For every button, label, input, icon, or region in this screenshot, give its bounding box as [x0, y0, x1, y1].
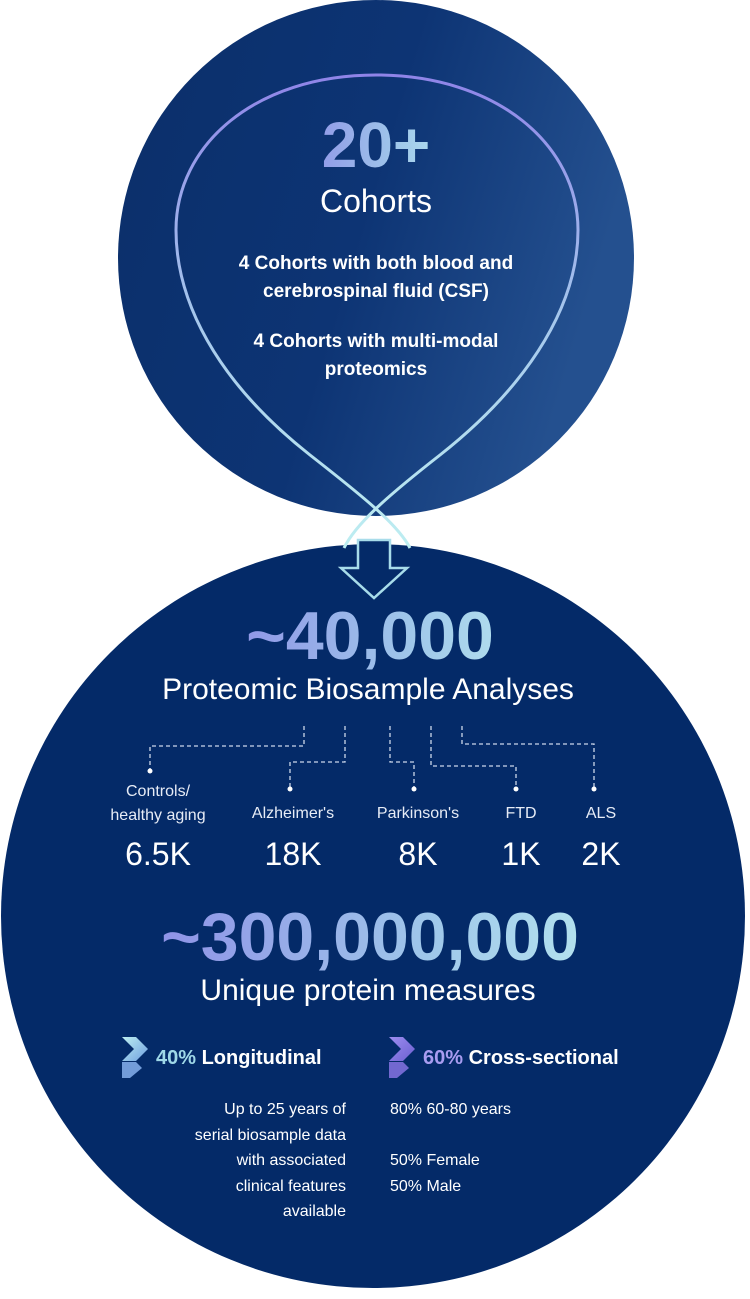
longitudinal-description: Up to 25 years of serial biosample data … — [194, 1101, 346, 1220]
category-label-parkinsons: Parkinson's — [376, 805, 460, 822]
category-value-alzheimers: 18K — [264, 836, 322, 872]
cross-sectional-description: 80% 60-80 years 50% Female 50% Male — [390, 1101, 511, 1195]
category-connectors — [149, 726, 595, 788]
category-label-alzheimers: Alzheimer's — [251, 805, 335, 822]
category-label-controls: Controls/ healthy aging — [110, 783, 206, 824]
category-value-parkinsons: 8K — [398, 836, 438, 872]
category-value-als: 2K — [581, 836, 621, 872]
bottom-circle — [1, 544, 745, 1288]
cohorts-blood-csf-text: 4 Cohorts with both blood and cerebrospi… — [238, 253, 514, 302]
cohorts-label: Cohorts — [319, 183, 433, 219]
category-value-controls: 6.5K — [125, 836, 191, 872]
measures-number: ~300,000,000 — [80, 897, 660, 977]
top-circle — [118, 0, 634, 516]
category-value-ftd: 1K — [501, 836, 541, 872]
category-dots — [147, 768, 597, 792]
analyses-number: ~40,000 — [170, 596, 570, 676]
longitudinal-title: Longitudinal — [201, 1047, 322, 1069]
category-label-als: ALS — [585, 805, 617, 822]
cohorts-multimodal-text: 4 Cohorts with multi-modal proteomics — [253, 331, 499, 380]
chevron-cyan-icon — [122, 1037, 148, 1078]
analyses-label: Proteomic Biosample Analyses — [162, 673, 574, 706]
cross-sectional-heading: 60% Cross-sectional — [423, 1044, 663, 1072]
longitudinal-pct: 40% — [156, 1047, 197, 1069]
longitudinal-heading: 40% Longitudinal — [156, 1044, 356, 1072]
category-label-ftd: FTD — [505, 805, 537, 822]
chevron-lavender-icon — [389, 1037, 415, 1078]
cross-sectional-title: Cross-sectional — [468, 1047, 619, 1069]
cohort-loop — [174, 73, 580, 549]
measures-label: Unique protein measures — [200, 974, 536, 1007]
cross-sectional-pct: 60% — [423, 1047, 464, 1069]
cohorts-number: 20+ — [276, 108, 476, 182]
down-arrow-icon — [337, 538, 411, 600]
